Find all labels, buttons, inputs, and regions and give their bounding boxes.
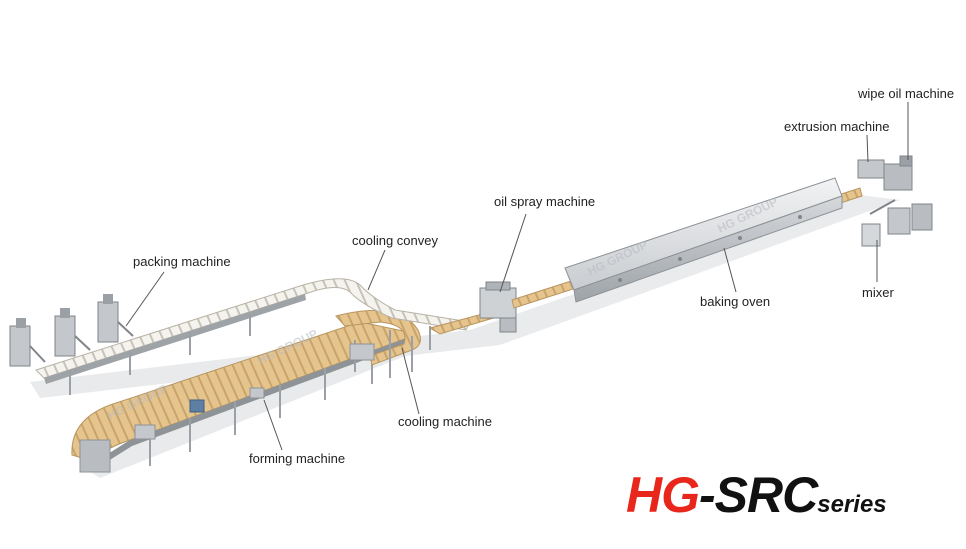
packing-machines bbox=[9, 294, 134, 367]
leader-baking-oven bbox=[723, 247, 737, 293]
mixer bbox=[861, 199, 933, 247]
leader-cooling-machine bbox=[401, 347, 420, 415]
brand-src: SRC bbox=[714, 467, 819, 523]
brand-series: series bbox=[817, 491, 887, 518]
label-cooling-convey: cooling convey bbox=[352, 233, 438, 248]
label-mixer: mixer bbox=[862, 285, 894, 300]
label-forming-machine: forming machine bbox=[249, 451, 346, 466]
callout-leaders bbox=[125, 102, 909, 451]
leader-extrusion bbox=[866, 134, 869, 163]
leader-cooling-convey bbox=[367, 249, 386, 291]
baking-oven bbox=[511, 177, 863, 309]
brand-dash: - bbox=[699, 467, 716, 523]
label-wipe-oil-machine: wipe oil machine bbox=[858, 86, 955, 101]
leader-packing bbox=[125, 271, 165, 327]
label-packing-machine: packing machine bbox=[133, 254, 231, 269]
label-extrusion-machine: extrusion machine bbox=[784, 119, 890, 134]
label-cooling-machine: cooling machine bbox=[398, 414, 492, 429]
brand-hg: HG bbox=[626, 467, 700, 523]
leader-forming bbox=[263, 399, 283, 451]
oil-spray-machine bbox=[428, 281, 517, 335]
label-oil-spray-machine: oil spray machine bbox=[494, 194, 596, 209]
leader-oil-spray bbox=[499, 213, 527, 293]
forming-conveyor bbox=[71, 321, 420, 473]
extrusion-and-wipe-oil-machines bbox=[857, 155, 913, 191]
label-baking-oven: baking oven bbox=[700, 294, 771, 309]
brand-logo: HG-SRCseries bbox=[626, 466, 887, 524]
